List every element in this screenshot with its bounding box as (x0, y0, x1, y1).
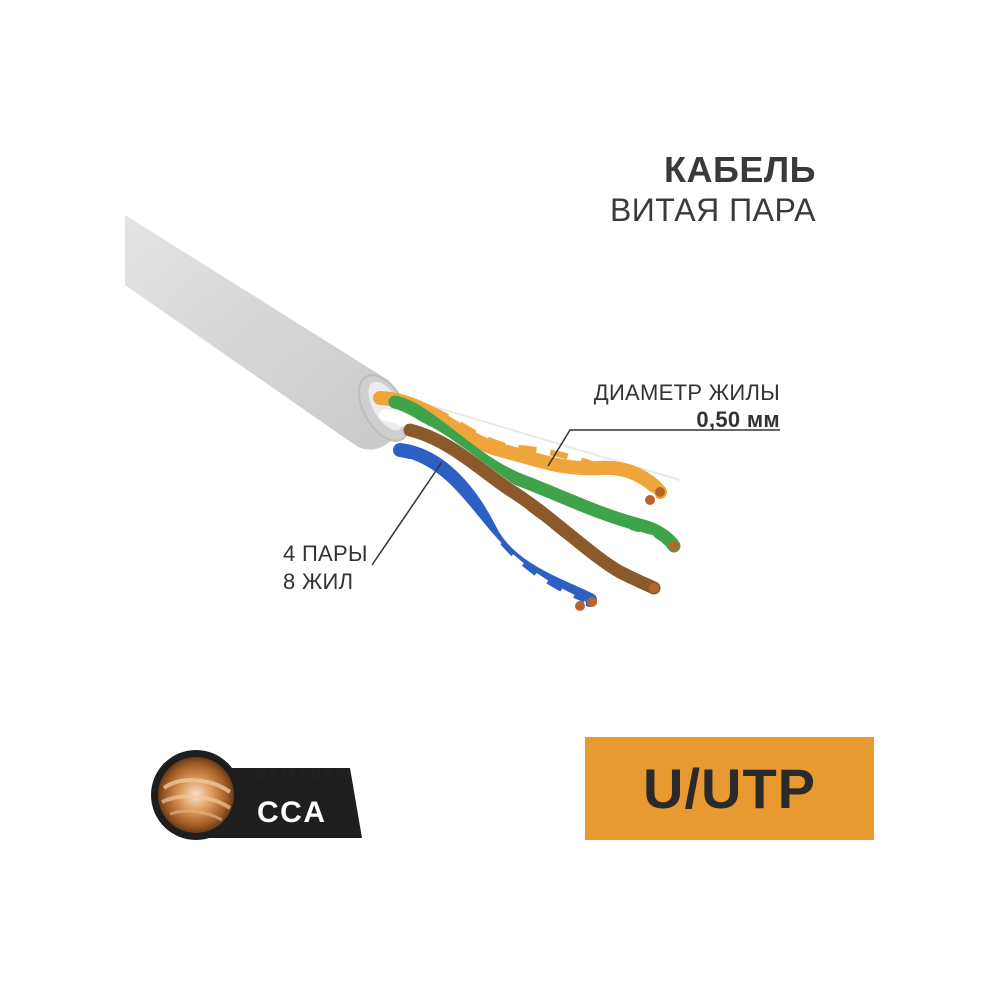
product-title-block: КАБЕЛЬ ВИТАЯ ПАРА (610, 150, 816, 230)
product-title: КАБЕЛЬ (664, 149, 816, 190)
material-badge (151, 750, 362, 840)
diameter-value: 0,50 мм (696, 407, 780, 432)
material-value: CCA (257, 796, 327, 829)
cable-jacket (125, 215, 410, 450)
copper-tips (575, 487, 679, 611)
wires-count: 8 ЖИЛ (283, 569, 354, 594)
wire-pair-blue (393, 443, 597, 610)
pairs-callout: 4 ПАРЫ 8 ЖИЛ (283, 540, 368, 596)
copper-strands-icon (161, 778, 232, 822)
shielding-type: U/UTP (643, 757, 816, 820)
callout-lines (371, 429, 780, 566)
material-label: МАТЕРИАЛ: (255, 766, 352, 782)
diameter-callout: ДИАМЕТР ЖИЛЫ 0,50 мм (594, 380, 780, 434)
shielding-badge: U/UTP (585, 737, 874, 840)
pairs-count: 4 ПАРЫ (283, 541, 368, 566)
product-subtitle: ВИТАЯ ПАРА (609, 192, 816, 228)
diameter-label: ДИАМЕТР ЖИЛЫ (593, 380, 780, 405)
